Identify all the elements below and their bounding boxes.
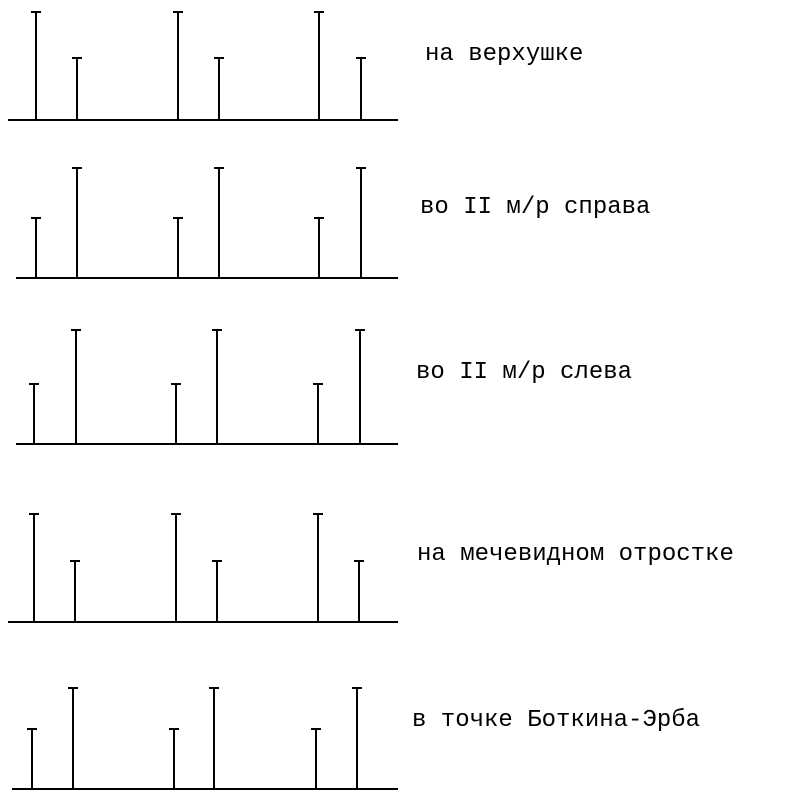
row-label-right-2nd-intercostal: во II м/р справа [420, 194, 651, 221]
row-label-botkin-erb-point: в точке Боткина-Эрба [412, 707, 701, 734]
row-label-left-2nd-intercostal: во II м/р слева [416, 359, 633, 386]
row-label-xiphoid: на мечевидном отростке [417, 541, 734, 568]
row-label-apex: на верхушке [425, 41, 584, 68]
